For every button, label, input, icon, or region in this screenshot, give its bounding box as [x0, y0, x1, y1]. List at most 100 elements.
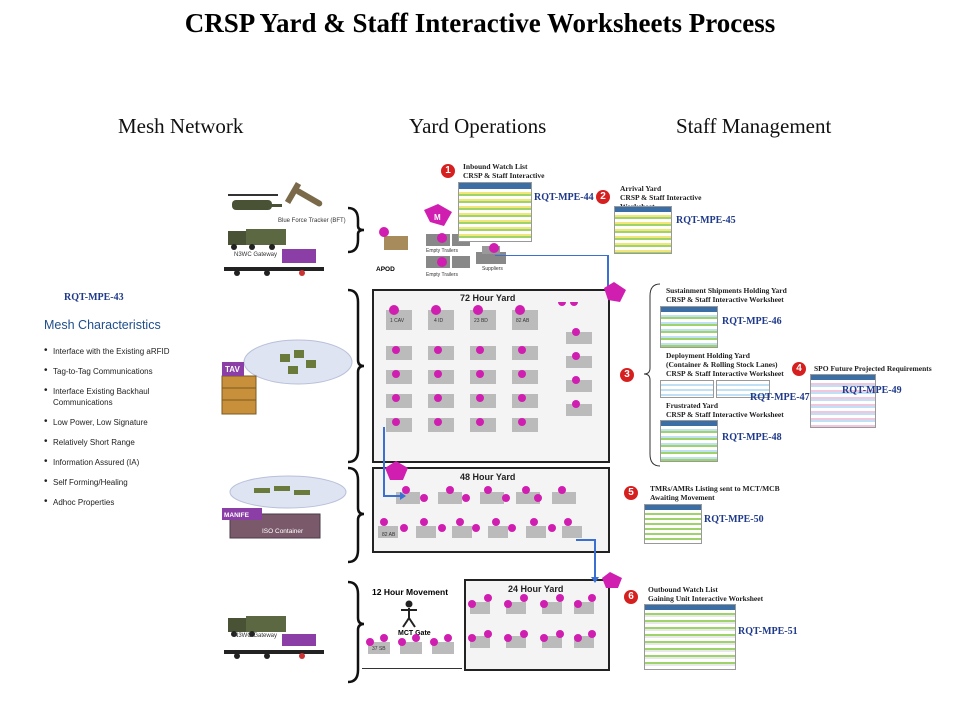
forklift-icon	[384, 236, 408, 250]
step-badge-2: 2	[596, 190, 610, 204]
column-heading-yard: Yard Operations	[409, 114, 547, 138]
manifest-label: MANIFE	[224, 512, 249, 519]
mesh-node-label: M	[434, 213, 441, 222]
s1-title-2: CRSP & Staff Interactive	[463, 171, 545, 180]
list-item: Self Forming/Healing	[44, 476, 179, 488]
worksheet-thumbnail[interactable]	[810, 374, 876, 428]
truck-icon	[228, 618, 246, 632]
truck-icon	[228, 231, 246, 245]
flow-arrows	[383, 255, 612, 583]
rqt-mpe-47: RQT-MPE-47	[750, 392, 810, 403]
worksheet-thumbnail[interactable]	[660, 306, 718, 348]
apod-label: APOD	[376, 266, 395, 273]
iso-container-label: ISO Container	[262, 528, 304, 535]
list-item: Interface with the Existing aRFID	[44, 345, 179, 357]
unit-label: 37 SB	[372, 646, 386, 652]
yard-72-grid	[386, 302, 592, 432]
person-icon	[401, 600, 417, 628]
column-heading-mesh: Mesh Network	[118, 114, 244, 138]
gate-lane	[362, 640, 462, 669]
mesh-characteristics-list: Interface with the Existing aRFID Tag-to…	[44, 345, 179, 517]
rqt-mpe-50: RQT-MPE-50	[704, 514, 764, 525]
worksheet-thumbnail[interactable]	[458, 182, 532, 242]
rqt-mpe-51: RQT-MPE-51	[738, 626, 798, 637]
rqt-mpe-45: RQT-MPE-45	[676, 215, 736, 226]
yard-24-grid	[366, 594, 596, 654]
empty-trailers-label: Empty Trailers	[426, 248, 458, 254]
step-3-bracket	[643, 283, 661, 467]
s3b-title-1: Deployment Holding Yard	[666, 351, 750, 360]
mesh-node-icon	[602, 572, 622, 588]
unit-label: 4 ID	[434, 318, 444, 324]
s3a-title-1: Sustainment Shipments Holding Yard	[666, 286, 787, 295]
suppliers-label: Suppliers	[482, 266, 503, 272]
s3c-title-2: CRSP & Staff Interactive Worksheet	[666, 410, 784, 419]
worksheet-thumbnail[interactable]	[644, 604, 736, 670]
step-badge-5: 5	[624, 486, 638, 500]
mesh-node-icon	[385, 461, 408, 480]
yard-72-label: 72 Hour Yard	[460, 293, 516, 303]
unit-label: 1 CAV	[390, 318, 405, 324]
yard-24-label: 24 Hour Yard	[508, 584, 564, 594]
worksheet-thumbnail[interactable]	[660, 380, 714, 398]
worksheet-thumbnail[interactable]	[644, 504, 702, 544]
s6-title-1: Outbound Watch List	[648, 585, 718, 594]
yard-48-grid	[378, 486, 582, 538]
mesh-node-icon	[424, 204, 452, 226]
worksheet-thumbnail[interactable]	[660, 420, 718, 462]
s4-title: SPO Future Projected Requirements	[814, 364, 932, 373]
grouping-brackets	[347, 206, 365, 684]
list-item: Tag-to-Tag Communications	[44, 365, 179, 377]
rqt-mpe-46: RQT-MPE-46	[722, 316, 782, 327]
yard-48-label: 48 Hour Yard	[460, 472, 516, 482]
step-badge-3: 3	[620, 368, 634, 382]
s3b-title-3: CRSP & Staff Interactive Worksheet	[666, 369, 784, 378]
s2-title-2: CRSP & Staff Interactive	[620, 193, 702, 202]
rqt-mpe-44: RQT-MPE-44	[534, 192, 594, 203]
unit-label: 82 AB	[516, 318, 530, 324]
mesh-characteristics-title: Mesh Characteristics	[44, 318, 161, 332]
unit-label: 23 BD	[474, 318, 488, 324]
s3a-title-2: CRSP & Staff Interactive Worksheet	[666, 295, 784, 304]
s6-title-2: Gaining Unit Interactive Worksheet	[648, 594, 764, 603]
step-badge-1: 1	[441, 164, 455, 178]
iso-container-graphic	[222, 475, 347, 539]
tav-pallet-graphic	[221, 339, 353, 415]
s5-title-1: TMRs/AMRs Listing sent to MCT/MCB	[650, 484, 780, 493]
worksheet-thumbnail[interactable]	[716, 380, 770, 398]
worksheet-thumbnail[interactable]	[614, 206, 672, 254]
helicopter-icon	[228, 194, 282, 210]
list-item: Adhoc Properties	[44, 496, 179, 508]
yard-48-hour	[372, 467, 610, 553]
truck-convoy-bottom	[224, 616, 324, 659]
column-heading-staff: Staff Management	[676, 114, 832, 138]
step-badge-6: 6	[624, 590, 638, 604]
s3b-title-2: (Container & Rolling Stock Lanes)	[666, 360, 778, 369]
aircraft-icons	[228, 181, 323, 210]
gateway-label-top: N3WC Gateway	[234, 252, 278, 258]
movement-12-label: 12 Hour Movement	[372, 587, 449, 597]
s3c-title-1: Frustrated Yard	[666, 401, 719, 410]
page-title: CRSP Yard & Staff Interactive Worksheets…	[184, 8, 776, 38]
list-item: Information Assured (IA)	[44, 456, 179, 468]
step-badge-4: 4	[792, 362, 806, 376]
apod-area	[379, 204, 506, 268]
truck-convoy-top	[224, 229, 324, 276]
mesh-node-markers	[602, 282, 626, 588]
list-item: Relatively Short Range	[44, 436, 179, 448]
airplane-icon	[284, 181, 323, 207]
rqt-mpe-49: RQT-MPE-49	[842, 385, 902, 396]
empty-trailers-label: Empty Trailers	[426, 272, 458, 278]
rqt-mpe-48: RQT-MPE-48	[722, 432, 782, 443]
list-item: Low Power, Low Signature	[44, 416, 179, 428]
s2-title-1: Arrival Yard	[620, 184, 662, 193]
unit-label: 82 AB	[382, 532, 396, 538]
s5-title-2: Awaiting Movement	[650, 493, 715, 502]
mct-gate-label: MCT Gate	[398, 630, 431, 637]
gateway-label-bottom: N3WC Gateway	[234, 633, 278, 639]
mesh-node-icon	[604, 282, 626, 302]
list-item: Interface Existing Backhaul Communicatio…	[44, 385, 179, 408]
tav-label: TAV	[225, 365, 240, 374]
s1-title-1: Inbound Watch List	[463, 162, 528, 171]
bft-label: Blue Force Tracker (BFT)	[278, 218, 346, 224]
